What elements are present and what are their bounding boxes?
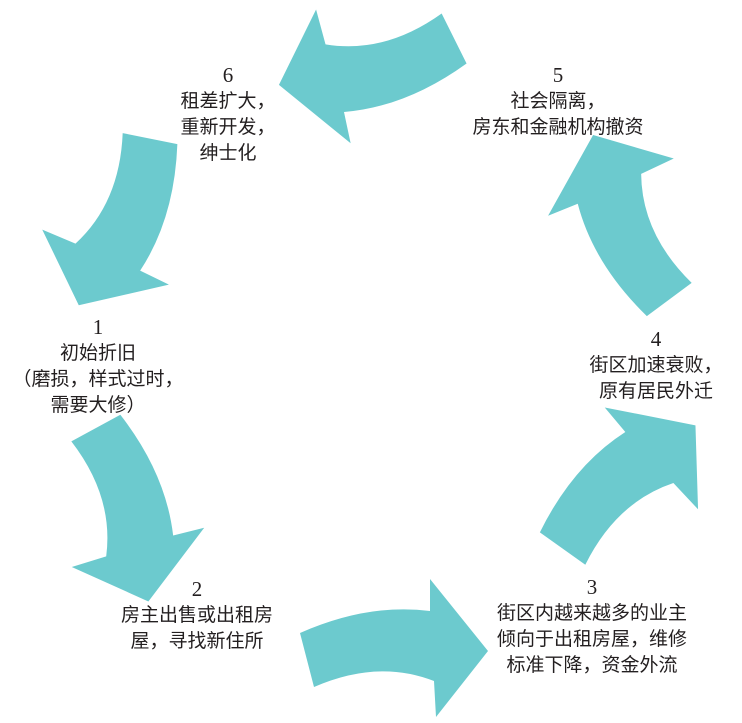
arrow-4-to-5 <box>526 110 725 337</box>
arrow-3-to-4 <box>505 370 738 597</box>
stage-4: 4 街区加速衰败， 原有居民外迁 <box>572 326 740 404</box>
stage-5-line-1: 社会隔离， <box>510 90 606 112</box>
stage-2-line-2: 屋，寻找新住所 <box>130 630 264 652</box>
stage-4-number: 4 <box>650 327 662 351</box>
stage-6-line-2: 重新开发， <box>180 116 276 138</box>
stage-4-line-2: 原有居民外迁 <box>598 380 713 402</box>
stage-3-number: 3 <box>586 575 598 599</box>
stage-3-line-1: 街区内越来越多的业主 <box>496 602 687 624</box>
stage-6-line-3: 绅士化 <box>199 142 257 164</box>
stage-1-number: 1 <box>92 315 104 339</box>
stage-2-number: 2 <box>191 577 203 601</box>
stage-1-line-2: （磨损，样式过时， <box>12 368 184 390</box>
stage-5-line-2: 房东和金融机构撤资 <box>472 116 644 138</box>
stage-3-line-3: 标准下降，资金外流 <box>506 654 678 676</box>
stage-1-line-3: 需要大修） <box>50 394 146 416</box>
stage-5: 5 社会隔离， 房东和金融机构撤资 <box>436 62 680 140</box>
stage-1-line-1: 初始折旧 <box>59 342 136 364</box>
stage-6-line-1: 租差扩大， <box>180 90 276 112</box>
stage-4-line-1: 街区加速衰败， <box>589 354 723 376</box>
stage-6: 6 租差扩大， 重新开发， 绅士化 <box>158 62 298 166</box>
stage-2-line-1: 房主出售或出租房 <box>120 604 273 626</box>
stage-1: 1 初始折旧 （磨损，样式过时， 需要大修） <box>0 314 196 418</box>
stage-5-number: 5 <box>552 63 564 87</box>
stage-6-number: 6 <box>222 63 234 87</box>
stage-3-line-2: 倾向于出租房屋，维修 <box>496 628 687 650</box>
stage-2: 2 房主出售或出租房 屋，寻找新住所 <box>92 576 302 654</box>
stage-3: 3 街区内越来越多的业主 倾向于出租房屋，维修 标准下降，资金外流 <box>452 574 732 678</box>
